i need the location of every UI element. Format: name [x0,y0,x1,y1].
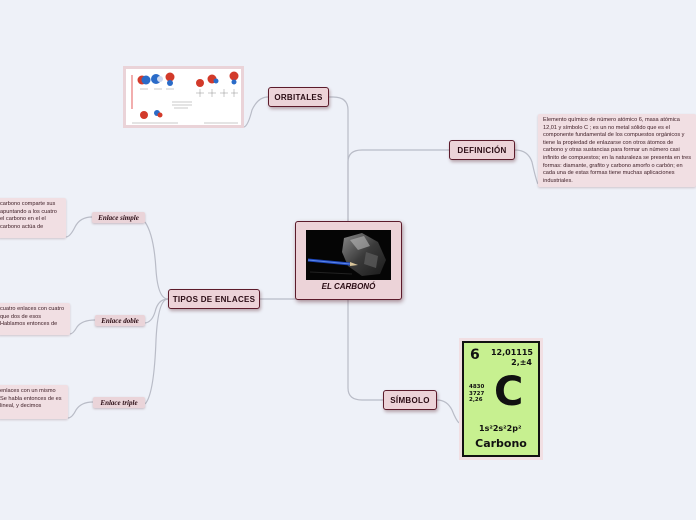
central-node[interactable]: EL CARBONÓ [295,221,402,300]
electron-configuration: 1s²2s²2p² [479,424,522,433]
element-symbol: C [494,369,524,415]
connector-definicion-note [514,149,539,185]
subtopic-enlace-doble[interactable]: Enlace doble [95,315,145,326]
oxidation-states: 2,±4 [511,358,532,367]
connector-orbitales [329,96,349,222]
node-simbolo-label: SÍMBOLO [390,395,430,405]
element-property: 3727 [469,390,485,397]
subtopic-enlace-doble-label: Enlace doble [101,316,139,325]
subtopic-enlace-triple-label: Enlace triple [100,398,138,407]
orbitals-diagram [131,71,239,124]
atomic-number: 6 [470,347,480,363]
connector-enlace-triple [144,298,169,405]
connector-enlace-simple [144,221,169,300]
connector-note-simple [65,216,93,238]
note-enlace-triple: enlaces con un mismo Se habla entonces d… [0,385,68,419]
connector-definicion [347,149,449,222]
subtopic-enlace-simple[interactable]: Enlace simple [92,212,145,223]
node-orbitales-label: ORBITALES [274,92,323,102]
node-tipos-de-enlaces[interactable]: TIPOS DE ENLACES [168,289,260,309]
definicion-note: Elemento químico de número atómico 6, ma… [538,114,696,187]
node-tipos-label: TIPOS DE ENLACES [172,294,256,304]
node-definicion-label: DEFINICIÓN [457,145,507,155]
node-definicion[interactable]: DEFINICIÓN [449,140,515,160]
subtopic-enlace-simple-label: Enlace simple [98,213,139,222]
note-enlace-simple: carbono comparte sus apuntando a los cua… [0,198,66,238]
orbitals-image [123,66,244,128]
connector-note-doble [69,319,96,335]
element-property: 4830 [469,384,485,390]
subtopic-enlace-triple[interactable]: Enlace triple [93,397,145,408]
element-properties: 4830 3727 2,26 [469,384,484,404]
note-enlace-simple-text: carbono comparte sus apuntando a los cua… [0,201,57,230]
element-card: 6 12,01115 2,±4 4830 3727 2,26 C 1s²2s²2… [459,338,543,460]
note-enlace-triple-text: enlaces con un mismo Se habla entonces d… [0,388,62,410]
note-enlace-doble: cuatro enlaces con cuatro que dos de eso… [0,303,70,335]
carbon-rock-image [307,233,386,276]
carbon-element-tile: 6 12,01115 2,±4 4830 3727 2,26 C 1s²2s²2… [462,341,540,457]
connector-simbolo [347,300,383,401]
central-node-title: EL CARBONÓ [321,282,376,291]
carbon-photo [306,230,391,280]
connector-note-triple [67,401,94,419]
node-simbolo[interactable]: SÍMBOLO [383,390,437,410]
atomic-mass: 12,01115 [490,348,533,357]
definicion-text: Elemento químico de número atómico 6, ma… [543,117,692,184]
connector-enlace-doble [144,298,169,324]
connector-orbital-image [243,96,269,128]
note-enlace-doble-text: cuatro enlaces con cuatro que dos de eso… [0,306,65,328]
node-orbitales[interactable]: ORBITALES [268,87,329,107]
connector-simbolo-card [436,399,460,424]
element-name: Carbono [475,437,527,450]
element-property: 2,26 [469,397,483,403]
